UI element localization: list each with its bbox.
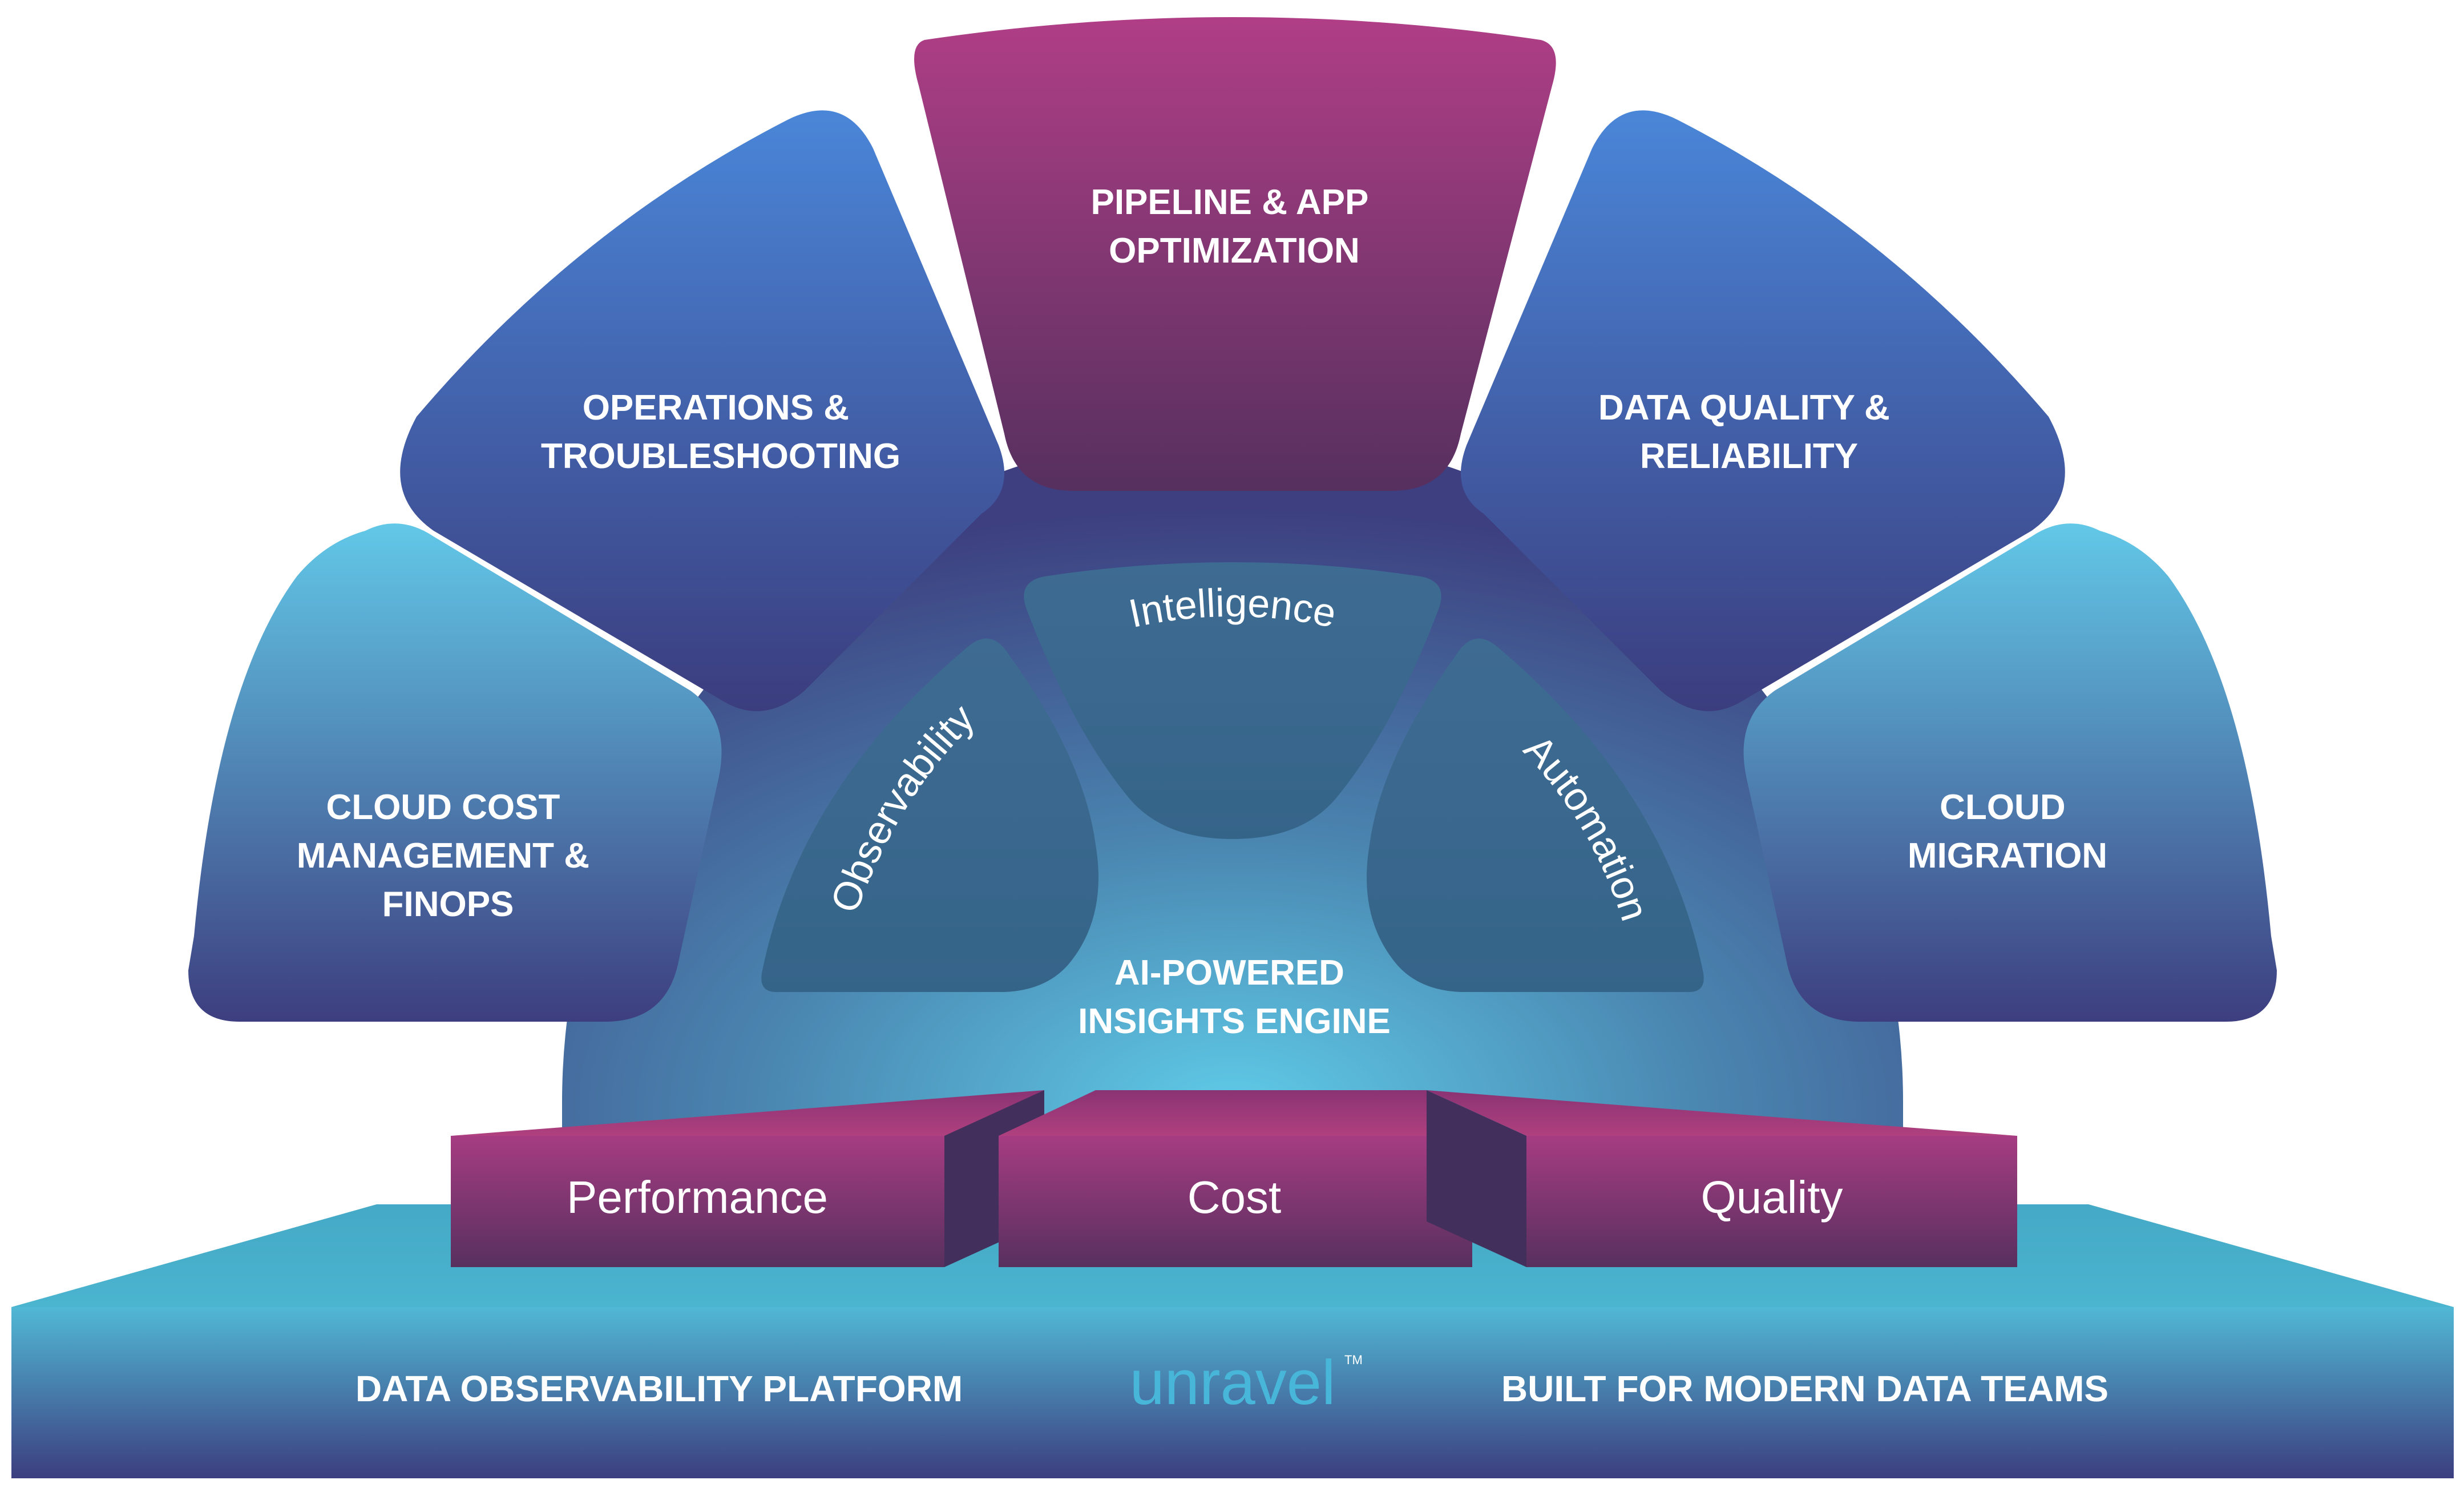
platform-front-face [11,1307,2454,1478]
label-insights-engine: AI-POWERED INSIGHTS ENGINE [1078,953,1391,1041]
pillar-quality-front [1526,1136,2017,1267]
inner-segment-intelligence [1024,562,1441,839]
pillar-quality-top [1427,1090,2017,1136]
pillar-performance-label: Performance [567,1172,828,1223]
segment-cloud-migration [1743,523,2277,1022]
pillar-quality: Quality [1427,1090,2017,1267]
platform-label-left: DATA OBSERVABILITY PLATFORM [356,1368,963,1409]
segment-data-quality [1461,110,2065,711]
inner-segment-automation [1367,638,1704,992]
pillar-performance-front [451,1136,944,1267]
label-cloud-migration: CLOUD MIGRATION [1908,788,2107,876]
pillar-performance: Performance [451,1090,1044,1267]
pillar-cost-label: Cost [1187,1172,1282,1223]
platform-label-right: BUILT FOR MODERN DATA TEAMS [1501,1368,2108,1409]
inner-segment-observability [761,638,1098,992]
pillar-cost-front [999,1136,1472,1267]
pillar-cost-top [999,1090,1472,1136]
label-cloud-cost: CLOUD COST MANAGEMENT & FINOPS [297,788,599,924]
label-data-quality: DATA QUALITY & RELIABILITY [1598,388,1900,476]
pillar-quality-side [1427,1090,1526,1267]
segment-pipeline [914,17,1556,491]
label-operations: OPERATIONS & TROUBLESHOOTING [541,388,900,476]
unravel-logo: unravel TM [1130,1348,1363,1418]
segment-cloud-cost [188,523,722,1022]
pillar-performance-top [451,1090,1044,1136]
segment-operations [400,110,1004,711]
label-pipeline: PIPELINE & APP OPTIMIZATION [1090,183,1378,271]
trademark-mark: TM [1344,1353,1363,1367]
unravel-logo-text: unravel [1130,1348,1336,1418]
pillar-cost: Cost [999,1090,1472,1267]
pillar-quality-label: Quality [1701,1172,1843,1223]
